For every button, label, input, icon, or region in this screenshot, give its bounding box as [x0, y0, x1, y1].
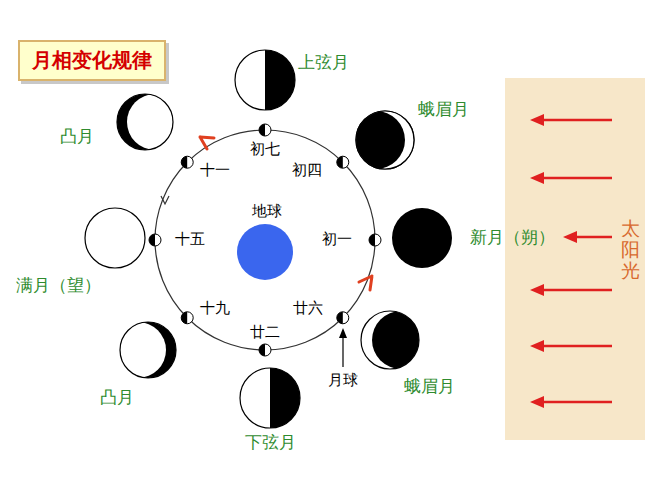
orbit-moon: [337, 312, 349, 324]
orbit-arrow: [161, 196, 169, 204]
day-label: 十九: [200, 299, 230, 317]
orbit-moon: [181, 312, 193, 324]
phase-name: 凸月: [60, 126, 94, 146]
orbit-moon: [181, 156, 193, 168]
orbit-moon: [259, 344, 271, 356]
moon-phase-picture: [110, 322, 176, 378]
title-box: 月相变化规律: [18, 40, 166, 81]
day-label: 初四: [292, 161, 322, 179]
direction-arrow: [200, 137, 214, 149]
day-label: 廿六: [293, 299, 323, 317]
day-label: 初七: [250, 140, 280, 158]
earth-label: 地球: [228, 204, 298, 219]
leader-arrowhead: [339, 328, 347, 338]
moon-phase-picture: [117, 94, 183, 150]
moon-phase-picture: [392, 208, 452, 268]
moon-phase-picture: [240, 368, 300, 428]
orbit-moon: [369, 234, 381, 246]
moon-phase-picture: [235, 50, 295, 110]
phase-name: 下弦月: [245, 432, 296, 452]
earth-circle: 地球: [228, 204, 298, 284]
sunlight-panel: 太阳光: [505, 78, 645, 440]
day-label: 廿二: [250, 323, 280, 341]
orbit-moon: [149, 234, 161, 246]
direction-arrow: [359, 276, 372, 290]
orbit-moon: [259, 124, 271, 136]
orbit-circle: [155, 130, 375, 350]
moon-phase-picture: [347, 111, 414, 169]
phase-name: 满月（望）: [16, 275, 101, 295]
day-label: 十五: [175, 230, 205, 248]
phase-name: 凸月: [100, 387, 134, 407]
moon-phase-picture: [361, 311, 430, 369]
phase-name: 蛾眉月: [404, 376, 455, 396]
phase-name: 上弦月: [298, 52, 349, 72]
day-label: 初一: [322, 230, 352, 248]
phase-name: 新月（朔）: [470, 227, 555, 247]
day-label: 月球: [328, 371, 358, 389]
moon-phase-picture: [85, 208, 145, 268]
orbit-moon: [337, 156, 349, 168]
day-label: 十一: [200, 161, 230, 179]
moon-phase-picture: [345, 111, 414, 169]
phase-name: 蛾眉月: [418, 99, 469, 119]
sunlight-label: 太阳光: [621, 218, 640, 281]
